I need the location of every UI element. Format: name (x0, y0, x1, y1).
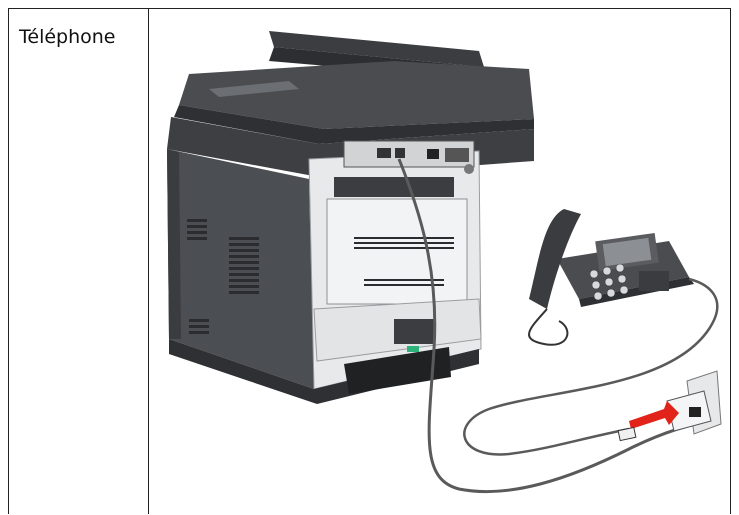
printer-icon (167, 31, 534, 404)
instruction-table: Téléphone (8, 8, 731, 514)
row-label: Téléphone (19, 26, 116, 48)
connection-illustration (149, 9, 732, 515)
illustration-cell (149, 9, 730, 514)
label-cell: Téléphone (9, 9, 148, 514)
wall-jack-icon (667, 371, 721, 434)
